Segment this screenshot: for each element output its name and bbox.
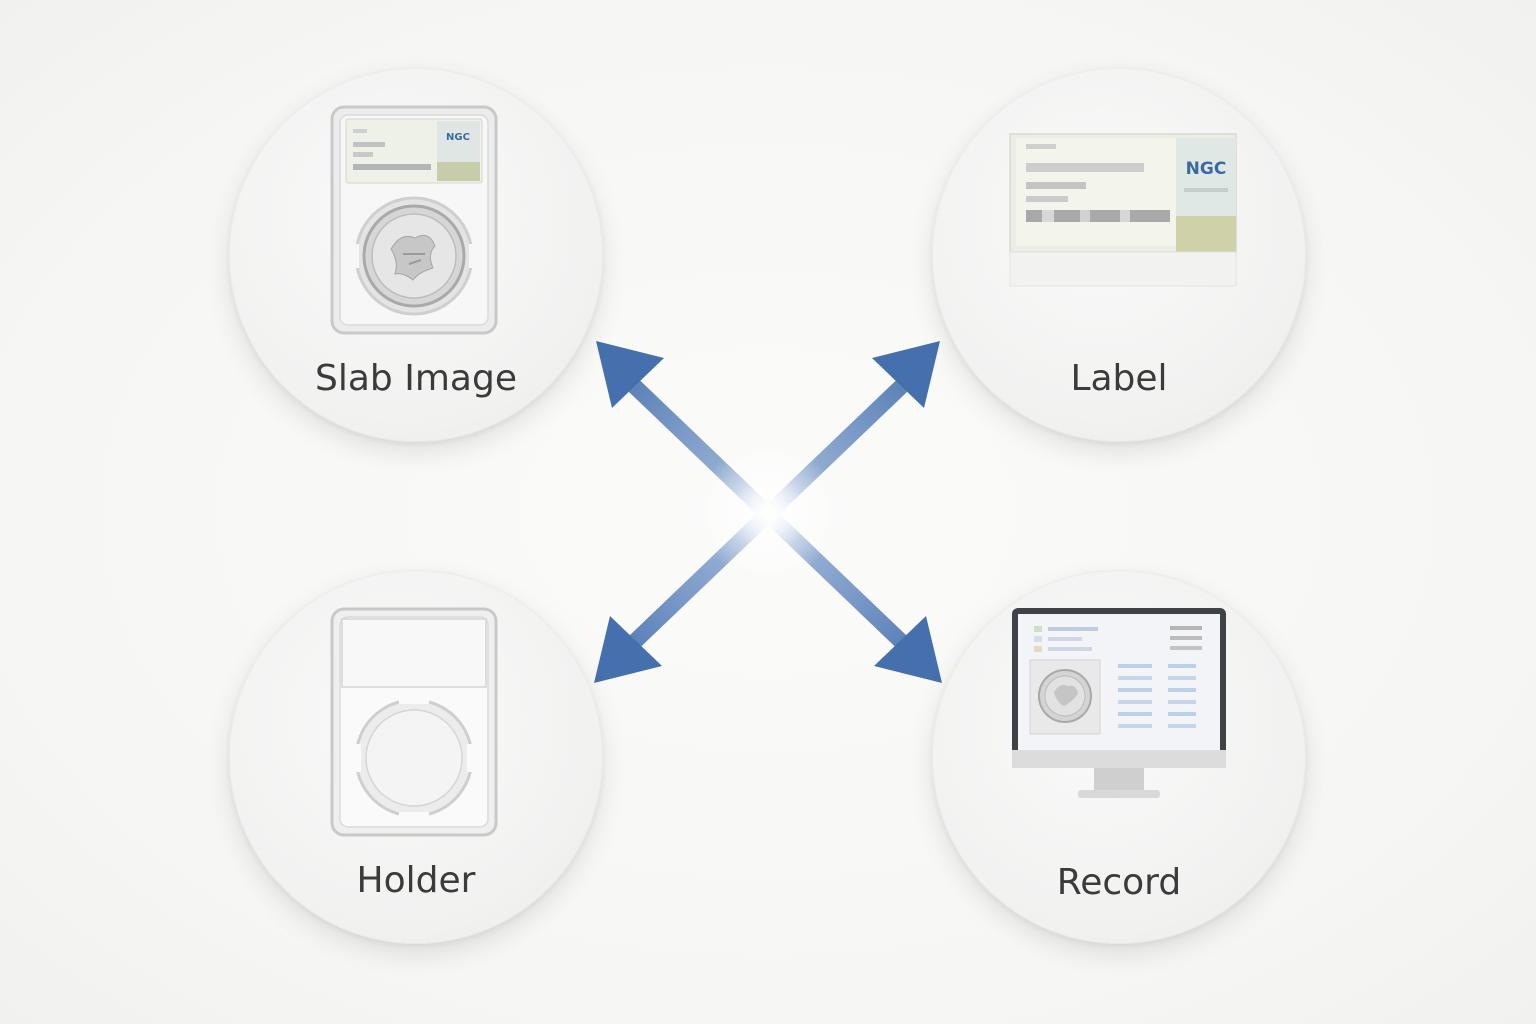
empty-holder-icon [330, 607, 498, 837]
grading-label-icon: NGC [1009, 133, 1237, 287]
center-glow [698, 442, 838, 582]
node-label-card[interactable]: NGC Label [932, 68, 1306, 442]
node-record[interactable]: Record [932, 570, 1306, 944]
node-label-holder: Holder [356, 860, 476, 901]
node-label-label: Label [1070, 358, 1168, 399]
node-label-record: Record [1056, 862, 1182, 903]
label-logo-text: NGC [1186, 159, 1227, 179]
node-slab-image[interactable]: NGC Slab Image [229, 68, 603, 442]
node-holder[interactable]: Holder [229, 570, 603, 944]
node-label-slab-image: Slab Image [315, 358, 517, 399]
slab-logo-text: NGC [446, 132, 470, 143]
computer-record-icon [1012, 608, 1226, 798]
coin-slab-icon: NGC [330, 105, 498, 335]
